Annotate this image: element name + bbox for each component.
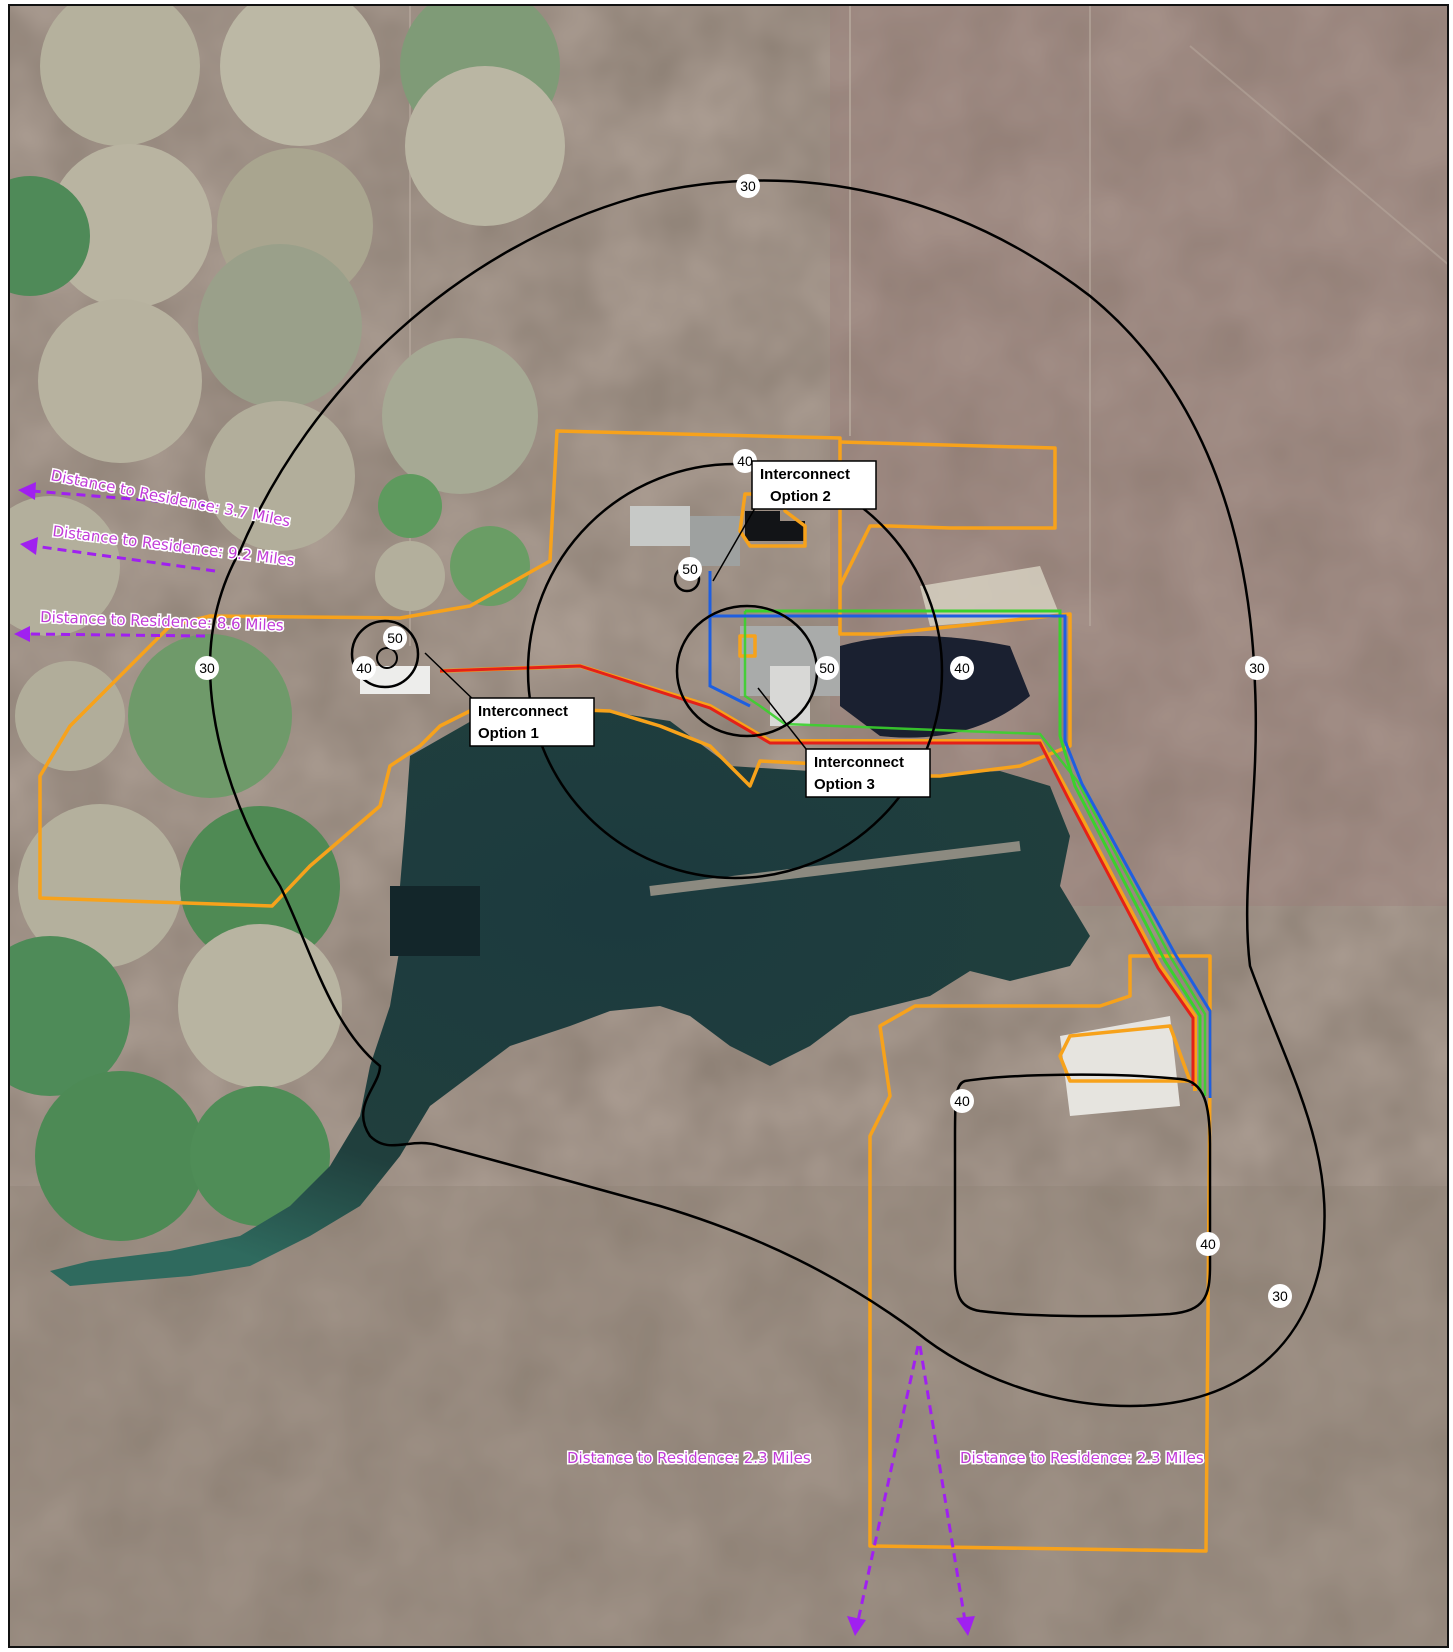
contour-40-south xyxy=(953,1073,1212,1318)
contour-label-40-left: 40 xyxy=(352,656,376,680)
svg-text:Option 2: Option 2 xyxy=(770,488,831,505)
svg-text:50: 50 xyxy=(387,630,403,646)
svg-text:40: 40 xyxy=(737,453,753,469)
contour-label-30-right: 30 xyxy=(1245,656,1269,680)
causeway xyxy=(649,841,1021,896)
contour-55-west xyxy=(376,647,398,669)
svg-text:Interconnect: Interconnect xyxy=(478,703,568,720)
svg-text:Option 1: Option 1 xyxy=(478,725,539,742)
crop-circles xyxy=(10,6,565,1241)
contour-label-40-south-top: 40 xyxy=(950,1089,974,1113)
map-canvas[interactable]: 30 30 30 30 40 40 40 40 40 50 50 50 Inte… xyxy=(10,6,1449,1648)
callout-option-1: Interconnect Option 1 xyxy=(469,697,595,747)
contour-labels: 30 30 30 30 40 40 40 40 40 50 50 50 xyxy=(195,174,1292,1308)
svg-text:30: 30 xyxy=(199,660,215,676)
contour-label-50-center: 50 xyxy=(815,656,839,680)
svg-text:Option 3: Option 3 xyxy=(814,776,875,793)
map-frame: 30 30 30 30 40 40 40 40 40 50 50 50 Inte… xyxy=(8,4,1449,1648)
svg-text:Distance to Residence: 2.3 Mil: Distance to Residence: 2.3 Miles xyxy=(960,1449,1204,1467)
svg-text:40: 40 xyxy=(356,660,372,676)
svg-text:50: 50 xyxy=(819,660,835,676)
callout-option-3: Interconnect Option 3 xyxy=(805,748,931,798)
contour-label-50-plant: 50 xyxy=(678,557,702,581)
contour-50-west xyxy=(350,619,420,689)
inlet-dark xyxy=(390,886,480,956)
svg-text:40: 40 xyxy=(954,1093,970,1109)
callout-option-2: Interconnect Option 2 xyxy=(751,460,877,510)
svg-text:30: 30 xyxy=(1272,1288,1288,1304)
reservoir xyxy=(50,706,1090,1286)
contour-label-50-west: 50 xyxy=(383,626,407,650)
contour-label-40-top: 40 xyxy=(733,449,757,473)
svg-text:Distance to Residence: 2.3 Mil: Distance to Residence: 2.3 Miles xyxy=(567,1449,811,1467)
svg-text:40: 40 xyxy=(1200,1236,1216,1252)
interconnect-routes xyxy=(439,571,1212,1098)
interconnect-callouts: Interconnect Option 2 Interconnect Optio… xyxy=(424,460,931,798)
contour-label-30-bottom-right: 30 xyxy=(1268,1284,1292,1308)
contour-label-30-top: 30 xyxy=(736,174,760,198)
contour-label-40-right: 40 xyxy=(950,656,974,680)
svg-text:Interconnect: Interconnect xyxy=(814,754,904,771)
contour-label-40-south-bottom: 40 xyxy=(1196,1232,1220,1256)
contour-label-30-left: 30 xyxy=(195,656,219,680)
svg-text:30: 30 xyxy=(740,178,756,194)
residence-arrow-s1: Distance to Residence: 2.3 Miles xyxy=(566,1345,920,1636)
svg-text:30: 30 xyxy=(1249,660,1265,676)
residence-arrow-s2: Distance to Residence: 2.3 Miles xyxy=(918,1345,1205,1636)
contour-30 xyxy=(208,179,1326,1408)
svg-text:50: 50 xyxy=(682,561,698,577)
svg-text:40: 40 xyxy=(954,660,970,676)
svg-text:Interconnect: Interconnect xyxy=(760,466,850,483)
